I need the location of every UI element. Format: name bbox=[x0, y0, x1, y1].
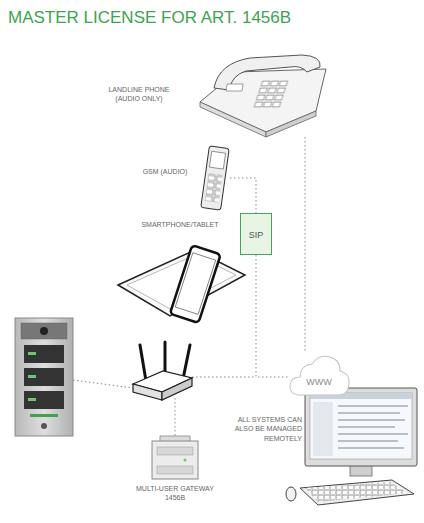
router-icon bbox=[133, 342, 192, 400]
dotted-connector bbox=[230, 178, 256, 213]
node-label: SIP bbox=[241, 229, 271, 241]
gateway-icon bbox=[152, 436, 198, 479]
gsm-phone-icon bbox=[201, 146, 229, 210]
tablet-smartphone-icon bbox=[118, 245, 245, 323]
node-label: MULTI-USER GATEWAY 1456B bbox=[130, 484, 220, 503]
landline-phone-icon bbox=[200, 55, 326, 137]
node-label: SMARTPHONE/TABLET bbox=[130, 220, 230, 229]
computer-icon bbox=[286, 388, 417, 505]
node-label: WWW bbox=[288, 376, 350, 388]
cloud-shape bbox=[288, 353, 351, 397]
node-label: ALL SYSTEMS CAN ALSO BE MANAGED REMOTELY bbox=[224, 415, 302, 443]
dotted-connector bbox=[256, 255, 290, 377]
device-label-node: GSM (AUDIO) bbox=[130, 143, 230, 215]
diagram-title: MASTER LICENSE FOR ART. 1456B bbox=[8, 8, 291, 28]
cloud-outline bbox=[290, 356, 349, 395]
gateway-node: MULTI-USER GATEWAY 1456B bbox=[120, 436, 230, 516]
entry-panel-icon bbox=[15, 318, 73, 436]
device-label-node: SMARTPHONE/TABLET bbox=[110, 218, 250, 323]
node-label: GSM (AUDIO) bbox=[130, 167, 200, 176]
cloud-node: WWW bbox=[288, 353, 351, 397]
computer-node: ALL SYSTEMS CAN ALSO BE MANAGED REMOTELY bbox=[222, 385, 422, 510]
device-label-node: LANDLINE PHONE (AUDIO ONLY) bbox=[85, 55, 335, 137]
dotted-connector bbox=[305, 137, 306, 353]
sip-box: SIP bbox=[240, 213, 272, 255]
node-label: LANDLINE PHONE (AUDIO ONLY) bbox=[103, 85, 175, 104]
